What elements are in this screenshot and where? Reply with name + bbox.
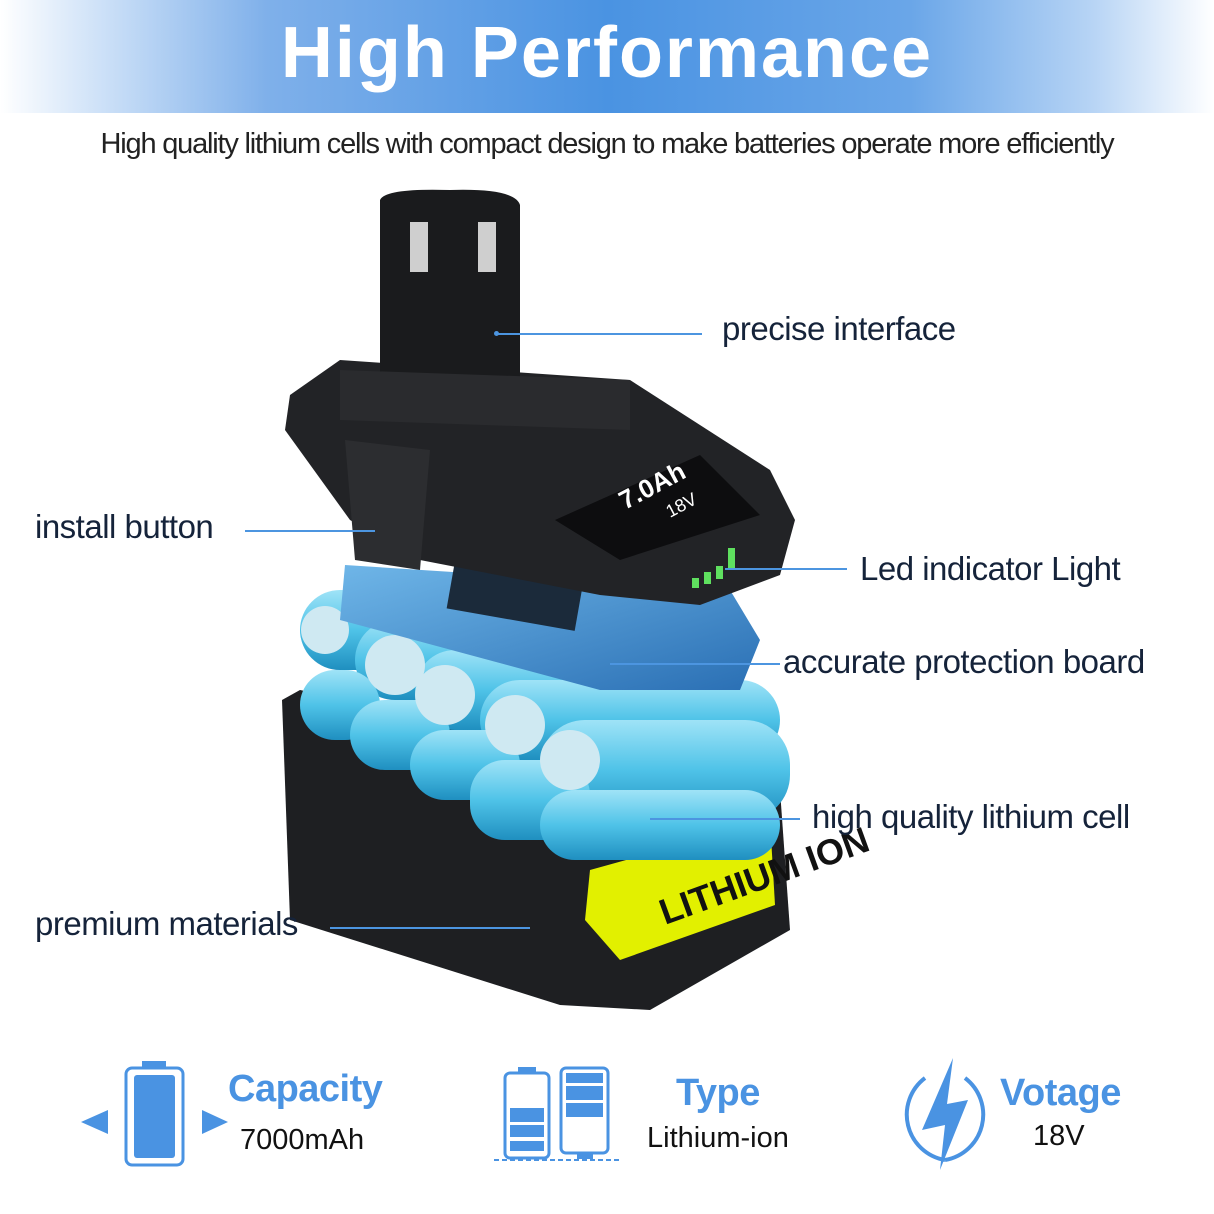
header-banner (0, 0, 1214, 113)
callout-line (497, 333, 702, 335)
page-title: High Performance (280, 13, 934, 93)
callout-line (610, 663, 780, 665)
callout-line (725, 568, 847, 570)
spec-type-title: Type (676, 1072, 760, 1114)
spec-voltage-value: 18V (1033, 1120, 1085, 1152)
spec-capacity-value: 7000mAh (240, 1124, 365, 1156)
lithium-cells (300, 590, 790, 860)
callout-line (650, 818, 800, 820)
callout-premium-materials: premium materials (35, 905, 298, 942)
battery-capacity-icon (81, 1061, 228, 1167)
callout-line (330, 927, 530, 929)
callout-led-indicator: Led indicator Light (860, 550, 1121, 587)
callout-protection-board: accurate protection board (783, 643, 1145, 680)
callout-install-button: install button (35, 508, 214, 545)
install-button (345, 440, 430, 570)
callout-lithium-cell: high quality lithium cell (812, 798, 1130, 835)
page-subtitle: High quality lithium cells with compact … (100, 128, 1115, 160)
battery-terminal-stem (380, 189, 520, 380)
spec-capacity-title: Capacity (228, 1068, 383, 1110)
callout-precise-interface: precise interface (722, 310, 956, 347)
led-indicator-icon (692, 548, 735, 588)
spec-voltage-title: Votage (1000, 1072, 1121, 1114)
lightning-voltage-icon (904, 1058, 986, 1170)
capacity-display (555, 455, 760, 560)
callout-dot (494, 331, 499, 336)
spec-type-value: Lithium-ion (647, 1122, 789, 1154)
battery-type-icon (494, 1066, 620, 1161)
callout-line (245, 530, 375, 532)
